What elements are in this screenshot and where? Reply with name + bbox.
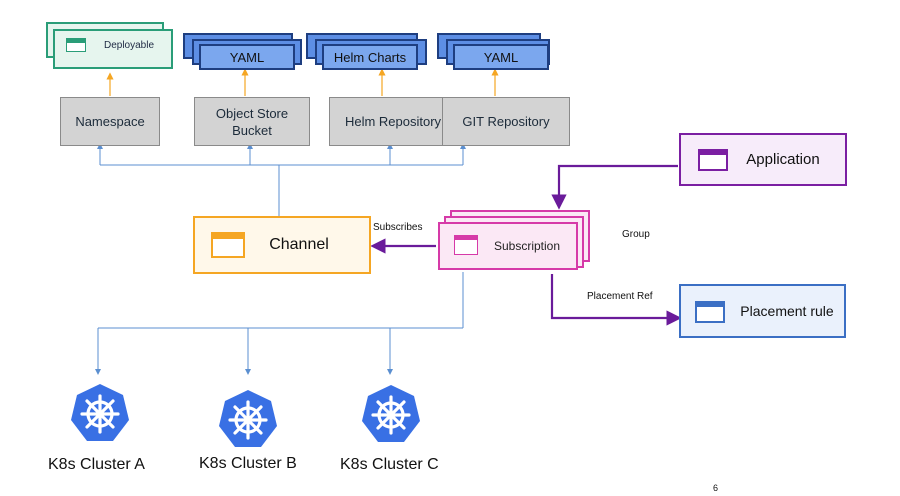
git-repository-box: GIT Repository (442, 97, 570, 146)
placement-rule-label: Placement rule (740, 303, 834, 319)
deployable-label: Deployable (103, 39, 155, 51)
kubernetes-icon (71, 384, 129, 441)
channel-to-sources-lines (97, 143, 466, 216)
application-label: Application (746, 151, 820, 168)
channel-box: Channel (193, 216, 371, 274)
placement-ref-label: Placement Ref (587, 291, 653, 302)
purple-relation-arrows (370, 164, 682, 326)
cluster-b-label: K8s Cluster B (199, 455, 297, 472)
source-to-artifact-arrows (106, 68, 499, 96)
channel-window-icon (211, 232, 245, 258)
application-box: Application (679, 133, 847, 186)
application-window-icon (698, 149, 728, 171)
placement-rule-box: Placement rule (679, 284, 846, 338)
page-number: 6 (713, 483, 719, 493)
group-label: Group (622, 229, 650, 240)
subscription-label: Subscription (493, 239, 561, 253)
subscribes-label: Subscribes (373, 222, 423, 233)
channel-label: Channel (269, 236, 329, 253)
namespace-box: Namespace (60, 97, 160, 146)
kubernetes-icon (362, 385, 420, 442)
subscription-window-icon (454, 235, 478, 255)
object-store-bucket-box: Object Store Bucket (194, 97, 310, 146)
cluster-a-label: K8s Cluster A (48, 456, 145, 473)
subscription-to-clusters-lines (95, 272, 464, 375)
helm-charts-label: Helm Charts (333, 49, 407, 65)
yaml-label-1: YAML (229, 49, 265, 65)
cluster-c-label: K8s Cluster C (340, 456, 439, 473)
kubernetes-icon (219, 390, 277, 447)
deployable-window-icon (66, 38, 86, 52)
placement-window-icon (695, 301, 725, 323)
helm-repository-box: Helm Repository (329, 97, 457, 146)
yaml-label-2: YAML (483, 49, 519, 65)
